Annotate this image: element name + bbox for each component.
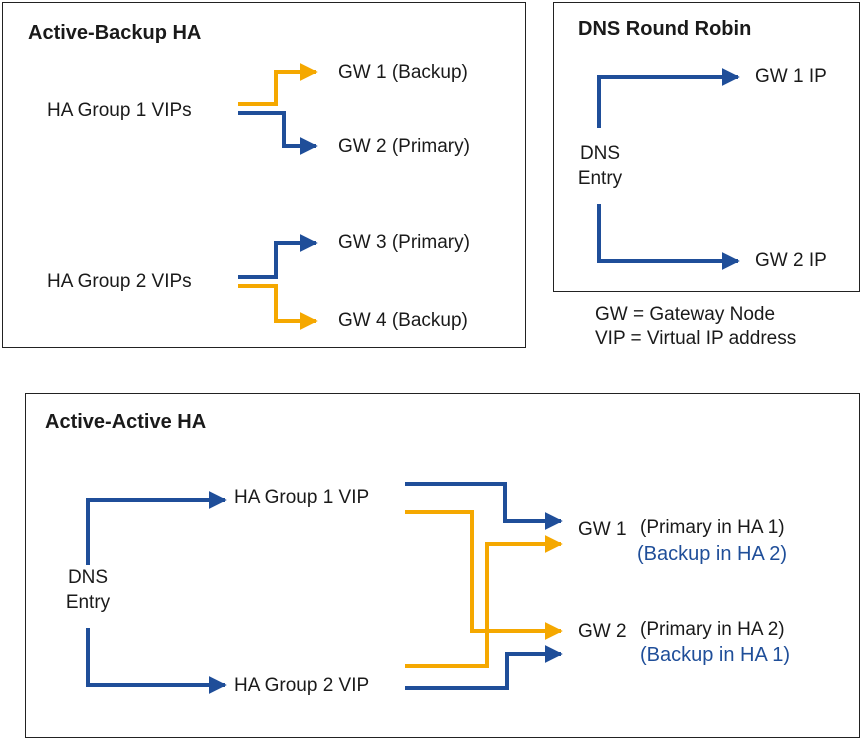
aa-dns-entry-line2: Entry — [65, 592, 111, 613]
rr-gw2-label: GW 2 IP — [755, 250, 827, 271]
active-backup-title: Active-Backup HA — [28, 22, 202, 44]
rr-dns-entry-line2: Entry — [577, 168, 623, 189]
ab-group2-label: HA Group 2 VIPs — [47, 271, 192, 292]
aa-gw1-label: GW 1 — [578, 519, 627, 540]
dns-rr-title: DNS Round Robin — [578, 18, 752, 40]
active-backup-panel — [2, 2, 526, 348]
aa-gw2-backup-note: (Backup in HA 1) — [640, 644, 791, 666]
aa-gw1-primary-note: (Primary in HA 1) — [640, 517, 785, 538]
ab-gw1-label: GW 1 (Backup) — [338, 62, 468, 83]
active-active-panel — [25, 393, 860, 738]
rr-gw1-label: GW 1 IP — [755, 66, 827, 87]
rr-dns-entry-line1: DNS — [579, 143, 621, 164]
aa-gw2-label: GW 2 — [578, 621, 627, 642]
ab-gw2-label: GW 2 (Primary) — [338, 136, 470, 157]
ab-gw4-label: GW 4 (Backup) — [338, 310, 468, 331]
active-active-title: Active-Active HA — [45, 411, 207, 433]
aa-vip1-label: HA Group 1 VIP — [234, 487, 370, 508]
aa-gw2-primary-note: (Primary in HA 2) — [640, 619, 785, 640]
aa-gw1-backup-note: (Backup in HA 2) — [637, 543, 788, 565]
aa-vip2-label: HA Group 2 VIP — [234, 675, 370, 696]
ab-group1-label: HA Group 1 VIPs — [47, 100, 192, 121]
ab-gw3-label: GW 3 (Primary) — [338, 232, 470, 253]
aa-dns-entry-line1: DNS — [67, 567, 109, 588]
legend-vip: VIP = Virtual IP address — [595, 328, 797, 349]
legend-gw: GW = Gateway Node — [595, 304, 776, 325]
